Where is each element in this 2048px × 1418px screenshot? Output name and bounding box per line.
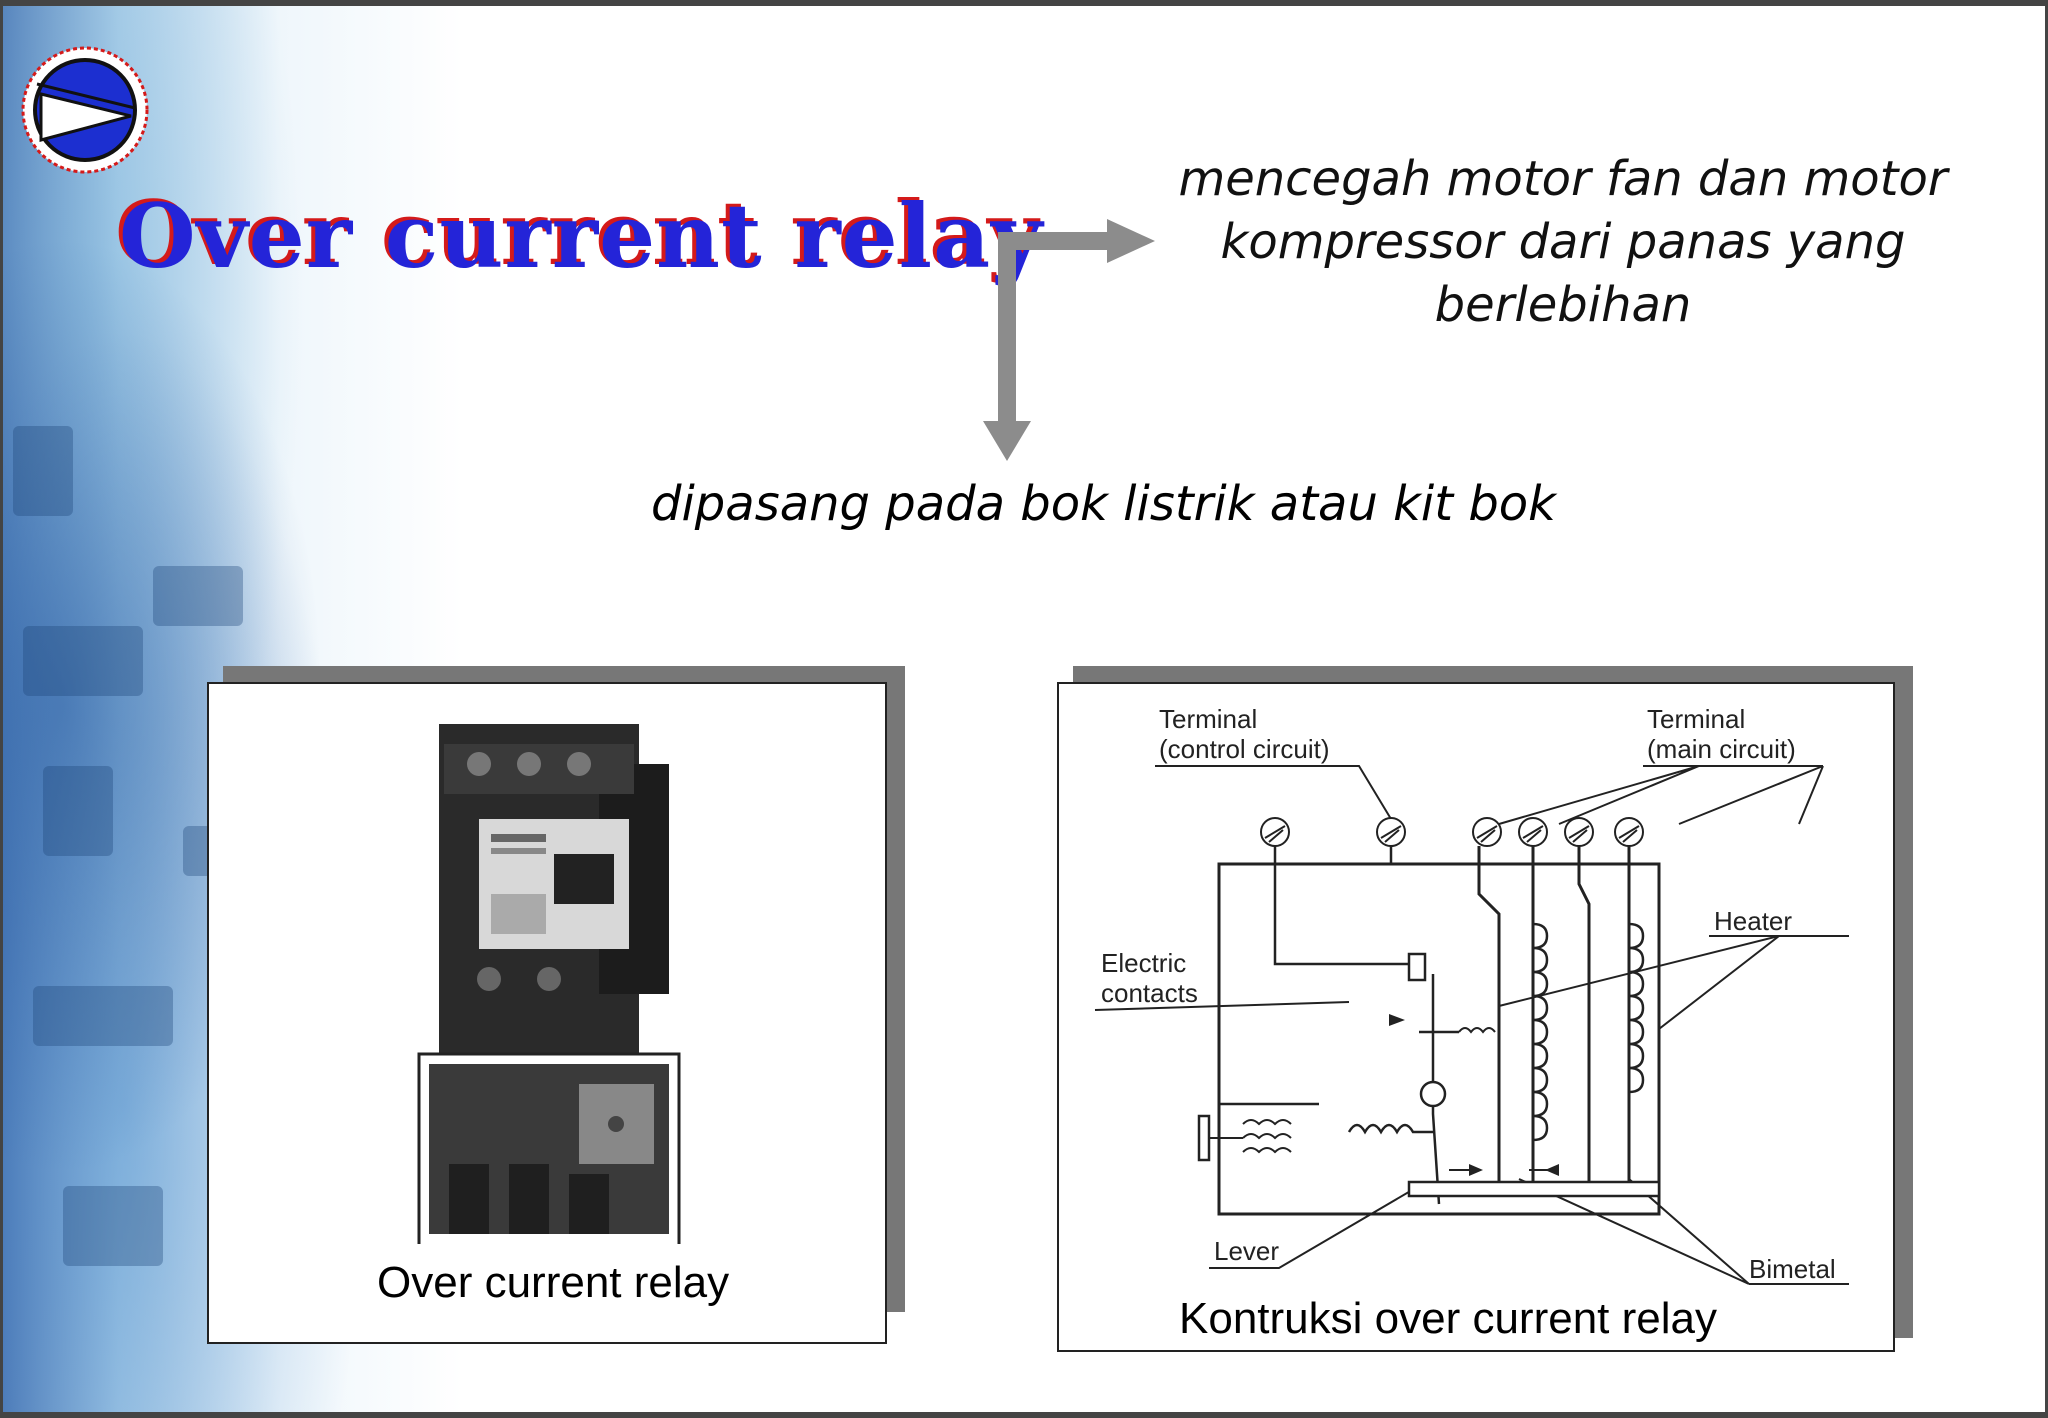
label-electric-1: Electric (1101, 948, 1186, 978)
photo-panel: Over current relay (207, 682, 887, 1344)
label-terminal-main-1: Terminal (1647, 704, 1745, 734)
diagram-caption: Kontruksi over current relay (1179, 1294, 1717, 1343)
label-heater: Heater (1714, 906, 1792, 936)
label-terminal-main-2: (main circuit) (1647, 734, 1796, 764)
relay-construction-diagram: Terminal (control circuit) Terminal (mai… (1094, 704, 1849, 1285)
institution-logo (21, 46, 149, 174)
flow-arrows (983, 219, 1155, 461)
diagram-panel: Terminal (control circuit) Terminal (mai… (1057, 682, 1895, 1352)
relay-purpose-text: mencegah motor fan dan motor kompressor … (1178, 151, 1948, 333)
label-terminal-control-2: (control circuit) (1159, 734, 1329, 764)
label-lever: Lever (1214, 1236, 1279, 1266)
relay-photo (417, 724, 681, 1244)
mounting-note: dipasang pada bok listrik atau kit bok (651, 476, 1556, 532)
label-terminal-control-1: Terminal (1159, 704, 1257, 734)
label-electric-2: contacts (1101, 978, 1198, 1008)
slide-title: Over current relay (119, 184, 1044, 288)
photo-caption: Over current relay (377, 1258, 730, 1307)
label-bimetal: Bimetal (1749, 1254, 1836, 1284)
